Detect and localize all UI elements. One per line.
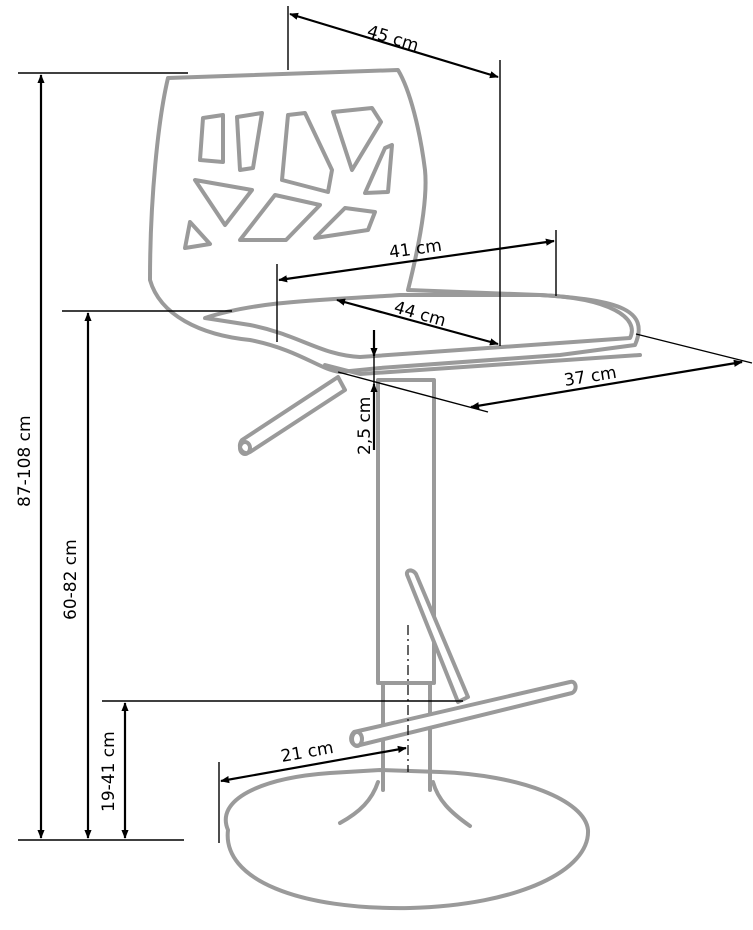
label-backrest-depth: 45 cm [365, 22, 421, 57]
dim-seat-width [278, 238, 555, 283]
label-total-height: 87-108 cm [15, 415, 35, 507]
label-seat-thickness: 2,5 cm [355, 397, 375, 455]
backrest-cutouts [183, 106, 394, 250]
dim-seat-side [470, 359, 743, 410]
footrest [349, 568, 578, 748]
dim-seat-depth [336, 298, 499, 346]
label-seat-height: 60-82 cm [61, 539, 81, 620]
stool-drawing [148, 68, 642, 911]
dim-backrest-depth [289, 12, 499, 79]
dim-base-radius [220, 745, 407, 784]
label-seat-side: 37 cm [563, 363, 618, 391]
dimension-lines [18, 6, 753, 843]
label-footrest-height: 19-41 cm [99, 731, 119, 812]
base [223, 768, 591, 911]
height-lever [237, 375, 347, 456]
